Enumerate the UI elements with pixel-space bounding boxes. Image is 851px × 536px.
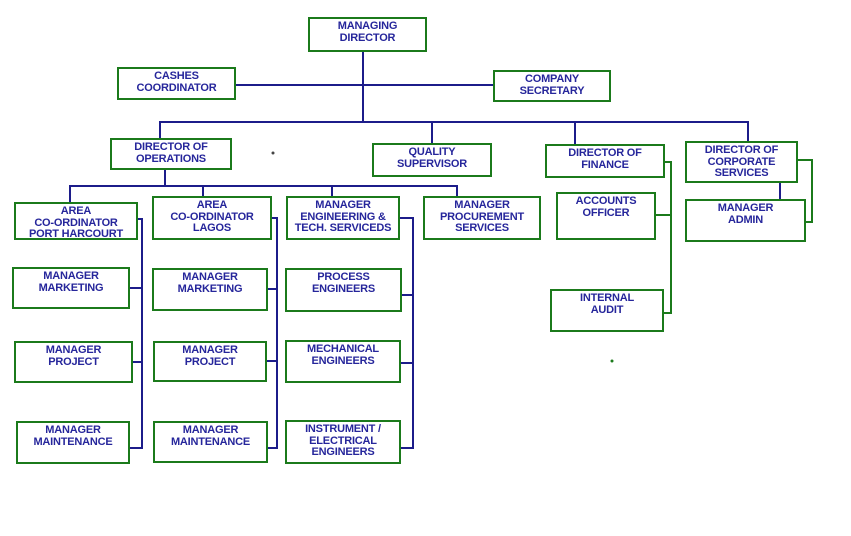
- node-label: MANAGER PROJECT: [182, 344, 238, 368]
- node-accounts-officer: ACCOUNTS OFFICER: [556, 192, 656, 240]
- node-director-of-corporate-services: DIRECTOR OF CORPORATE SERVICES: [685, 141, 798, 183]
- node-label: DIRECTOR OF CORPORATE SERVICES: [704, 144, 779, 179]
- node-manager-project-port-harcourt: MANAGER PROJECT: [14, 341, 133, 383]
- node-label: MANAGER MARKETING: [38, 270, 104, 294]
- node-label: INSTRUMENT / ELECTRICAL ENGINEERS: [305, 423, 381, 458]
- node-label: ACCOUNTS OFFICER: [575, 195, 637, 219]
- node-label: INTERNAL AUDIT: [579, 292, 634, 316]
- node-manager-engineering-tech-services: MANAGER ENGINEERING & TECH. SERVICEDS: [286, 196, 400, 240]
- node-manager-marketing-lagos: MANAGER MARKETING: [152, 268, 268, 311]
- node-label: MANAGING DIRECTOR: [337, 20, 398, 44]
- stray-dot: [271, 151, 275, 155]
- node-label: QUALITY SUPERVISOR: [397, 146, 467, 170]
- node-label: PROCESS ENGINEERS: [312, 271, 375, 295]
- node-director-of-operations: DIRECTOR OF OPERATIONS: [110, 138, 232, 170]
- node-manager-admin: MANAGER ADMIN: [685, 199, 806, 242]
- node-label: DIRECTOR OF OPERATIONS: [134, 141, 208, 165]
- node-cashes-coordinator: CASHES COORDINATOR: [117, 67, 236, 100]
- node-label: DIRECTOR OF FINANCE: [568, 147, 642, 171]
- node-quality-supervisor: QUALITY SUPERVISOR: [372, 143, 492, 177]
- node-manager-maintenance-lagos: MANAGER MAINTENANCE: [153, 421, 268, 463]
- node-label: AREA CO-ORDINATOR PORT HARCOURT: [29, 205, 123, 240]
- stray-dot: [610, 359, 614, 363]
- node-area-coordinator-lagos: AREA CO-ORDINATOR LAGOS: [152, 196, 272, 240]
- node-managing-director: MANAGING DIRECTOR: [308, 17, 427, 52]
- node-label: MANAGER MAINTENANCE: [33, 424, 113, 448]
- node-manager-marketing-port-harcourt: MANAGER MARKETING: [12, 267, 130, 309]
- node-instrument-electrical-engineers: INSTRUMENT / ELECTRICAL ENGINEERS: [285, 420, 401, 464]
- node-mechanical-engineers: MECHANICAL ENGINEERS: [285, 340, 401, 383]
- node-label: CASHES COORDINATOR: [136, 70, 217, 94]
- node-label: MANAGER PROJECT: [45, 344, 102, 368]
- node-manager-procurement-services: MANAGER PROCUREMENT SERVICES: [423, 196, 541, 240]
- node-manager-maintenance-port-harcourt: MANAGER MAINTENANCE: [16, 421, 130, 464]
- node-director-of-finance: DIRECTOR OF FINANCE: [545, 144, 665, 178]
- node-company-secretary: COMPANY SECRETARY: [493, 70, 611, 102]
- node-label: COMPANY SECRETARY: [519, 73, 585, 97]
- node-label: MANAGER MAINTENANCE: [170, 424, 251, 448]
- node-label: MANAGER ENGINEERING & TECH. SERVICEDS: [294, 199, 392, 234]
- node-manager-project-lagos: MANAGER PROJECT: [153, 341, 267, 382]
- node-label: MECHANICAL ENGINEERS: [307, 343, 379, 367]
- node-area-coordinator-port-harcourt: AREA CO-ORDINATOR PORT HARCOURT: [14, 202, 138, 240]
- node-internal-audit: INTERNAL AUDIT: [550, 289, 664, 332]
- node-label: MANAGER PROCUREMENT SERVICES: [440, 199, 524, 234]
- node-process-engineers: PROCESS ENGINEERS: [285, 268, 402, 312]
- node-label: MANAGER ADMIN: [717, 202, 774, 226]
- node-label: AREA CO-ORDINATOR LAGOS: [170, 199, 254, 234]
- node-label: MANAGER MARKETING: [177, 271, 243, 295]
